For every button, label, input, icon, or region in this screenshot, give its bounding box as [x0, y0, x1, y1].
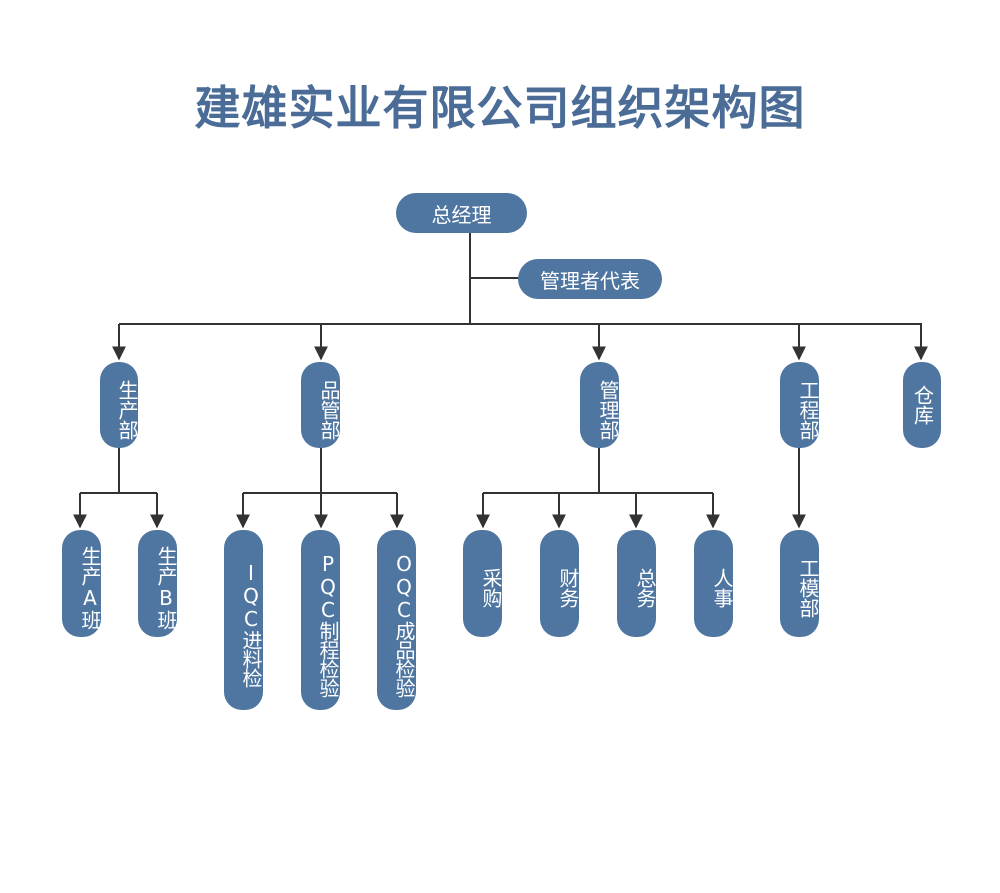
iqc-node: IQC进料检 [224, 530, 263, 710]
general-manager-node: 总经理 [396, 193, 527, 233]
oqc-node: OQC成品检验 [377, 530, 416, 710]
warehouse-node: 仓库 [903, 362, 941, 448]
purchasing-node: 采购 [463, 530, 503, 637]
pqc-node: PQC制程检验 [301, 530, 340, 710]
administration-dept-node: 管理部 [580, 362, 620, 448]
personnel-node: 人事 [694, 530, 734, 637]
quality-dept-node: 品管部 [301, 362, 341, 448]
page-title: 建雄实业有限公司组织架构图 [194, 81, 806, 135]
general-affairs-node: 总务 [617, 530, 657, 637]
production-team-a-node: 生产A班 [62, 530, 102, 637]
management-representative-node: 管理者代表 [518, 259, 662, 299]
finance-node: 财务 [540, 530, 580, 637]
production-team-b-node: 生产B班 [138, 530, 178, 637]
tooling-dept-node: 工模部 [780, 530, 820, 637]
production-dept-node: 生产部 [100, 362, 139, 448]
engineering-dept-node: 工程部 [780, 362, 820, 448]
